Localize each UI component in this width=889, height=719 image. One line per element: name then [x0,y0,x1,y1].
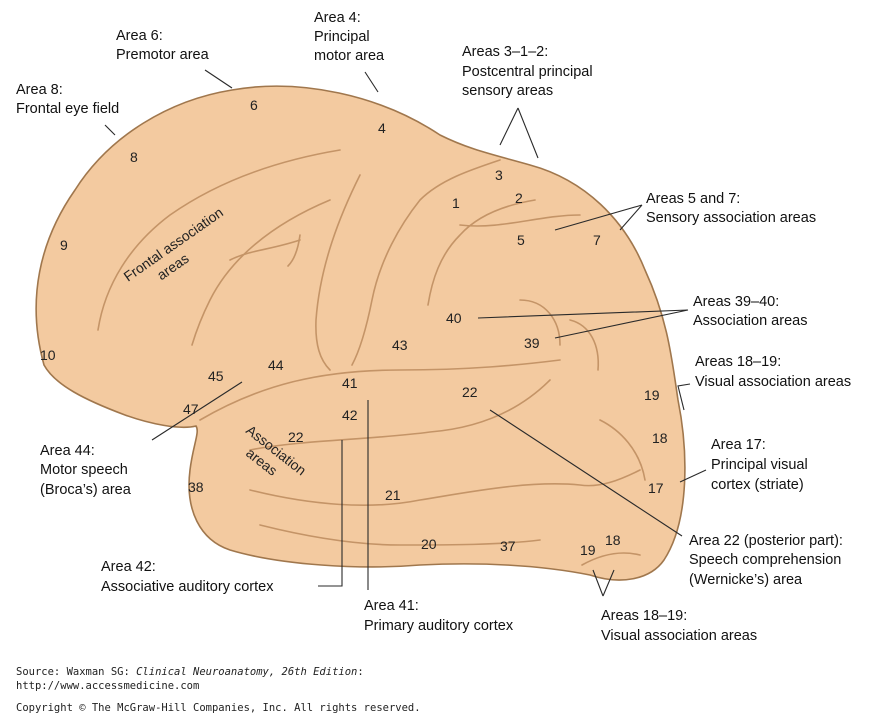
area-number: 3 [495,167,503,183]
area-number: 1 [452,195,460,211]
area-number: 18 [652,430,668,446]
area-number: 10 [40,347,56,363]
svg-text:Area 42:: Area 42: [101,559,156,575]
svg-text:Area 17:: Area 17: [711,437,766,453]
svg-text:Frontal eye field: Frontal eye field [16,101,119,117]
svg-text:Visual association areas: Visual association areas [601,628,757,644]
svg-text:(Broca’s) area: (Broca’s) area [40,482,132,498]
svg-text:Association areas: Association areas [693,313,807,329]
svg-text:Area 8:: Area 8: [16,82,63,98]
area-number: 19 [580,542,596,558]
leader-area6 [205,70,232,88]
copyright-line: Copyright © The McGraw-Hill Companies, I… [16,702,421,714]
area-number: 4 [378,120,386,136]
area-number: 6 [250,97,258,113]
svg-text:Speech comprehension: Speech comprehension [689,552,841,568]
leader-area8 [105,125,115,135]
svg-text:Primary auditory cortex: Primary auditory cortex [364,618,514,634]
label-areas-18-19-bottom: Areas 18–19: Visual association areas [601,608,757,644]
area-number: 2 [515,190,523,206]
source-url: http://www.accessmedicine.com [16,680,199,692]
label-area17: Area 17: Principal visual cortex (striat… [711,437,808,493]
svg-text:Areas 18–19:: Areas 18–19: [695,354,781,370]
svg-text:sensory areas: sensory areas [462,83,553,99]
label-area41: Area 41: Primary auditory cortex [364,598,514,634]
area-number: 17 [648,480,664,496]
area-number: 9 [60,237,68,253]
svg-text:Area 6:: Area 6: [116,28,163,44]
svg-text:Area 44:: Area 44: [40,443,95,459]
area-number: 42 [342,407,358,423]
area-number: 19 [644,387,660,403]
area-number: 22 [462,384,478,400]
source-title: Clinical Neuroanatomy, 26th Edition [136,666,357,678]
source-line: Source: Waxman SG: Clinical Neuroanatomy… [16,666,364,678]
svg-text:Postcentral principal: Postcentral principal [462,64,593,80]
area-number: 47 [183,401,199,417]
svg-text:Visual association areas: Visual association areas [695,374,851,390]
area-number: 5 [517,232,525,248]
leader-area312 [500,108,538,158]
svg-text:Areas 39–40:: Areas 39–40: [693,294,779,310]
area-number: 21 [385,487,401,503]
svg-text:Sensory association areas: Sensory association areas [646,210,816,226]
label-area22: Area 22 (posterior part): Speech compreh… [689,533,843,588]
svg-text:Area 41:: Area 41: [364,598,419,614]
label-area4: Area 4: Principal motor area [314,10,385,64]
svg-text:Area 4:: Area 4: [314,10,361,26]
svg-text:Principal: Principal [314,29,370,45]
area-number: 41 [342,375,358,391]
label-area44: Area 44: Motor speech (Broca’s) area [40,443,132,498]
area-number: 7 [593,232,601,248]
svg-text:Areas 3–1–2:: Areas 3–1–2: [462,44,548,60]
svg-text:cortex (striate): cortex (striate) [711,477,804,493]
svg-text:Motor speech: Motor speech [40,462,128,478]
label-areas-3-1-2: Areas 3–1–2: Postcentral principal senso… [462,44,593,99]
svg-text:Areas 5 and 7:: Areas 5 and 7: [646,191,740,207]
label-areas-39-40: Areas 39–40: Association areas [693,294,807,329]
label-area42: Area 42: Associative auditory cortex [101,559,274,595]
area-number: 18 [605,532,621,548]
label-areas-5-7: Areas 5 and 7: Sensory association areas [646,191,816,226]
area-number: 43 [392,337,408,353]
svg-text:Area 22 (posterior part):: Area 22 (posterior part): [689,533,843,549]
label-areas-18-19-top: Areas 18–19: Visual association areas [695,354,851,390]
svg-text:Areas 18–19:: Areas 18–19: [601,608,687,624]
area-number: 40 [446,310,462,326]
svg-text:(Wernicke’s) area: (Wernicke’s) area [689,572,803,588]
leader-area4 [365,72,378,92]
area-number: 39 [524,335,540,351]
svg-text:Associative auditory cortex: Associative auditory cortex [101,579,274,595]
label-area6: Area 6: Premotor area [116,28,210,63]
area-number: 45 [208,368,224,384]
svg-text:Principal visual: Principal visual [711,457,808,473]
area-number: 20 [421,536,437,552]
area-number: 44 [268,357,284,373]
area-number: 22 [288,429,304,445]
svg-text:motor area: motor area [314,48,385,64]
area-number: 38 [188,479,204,495]
area-number: 37 [500,538,516,554]
area-number: 8 [130,149,138,165]
label-area8: Area 8: Frontal eye field [16,82,119,117]
svg-text:Premotor area: Premotor area [116,47,210,63]
